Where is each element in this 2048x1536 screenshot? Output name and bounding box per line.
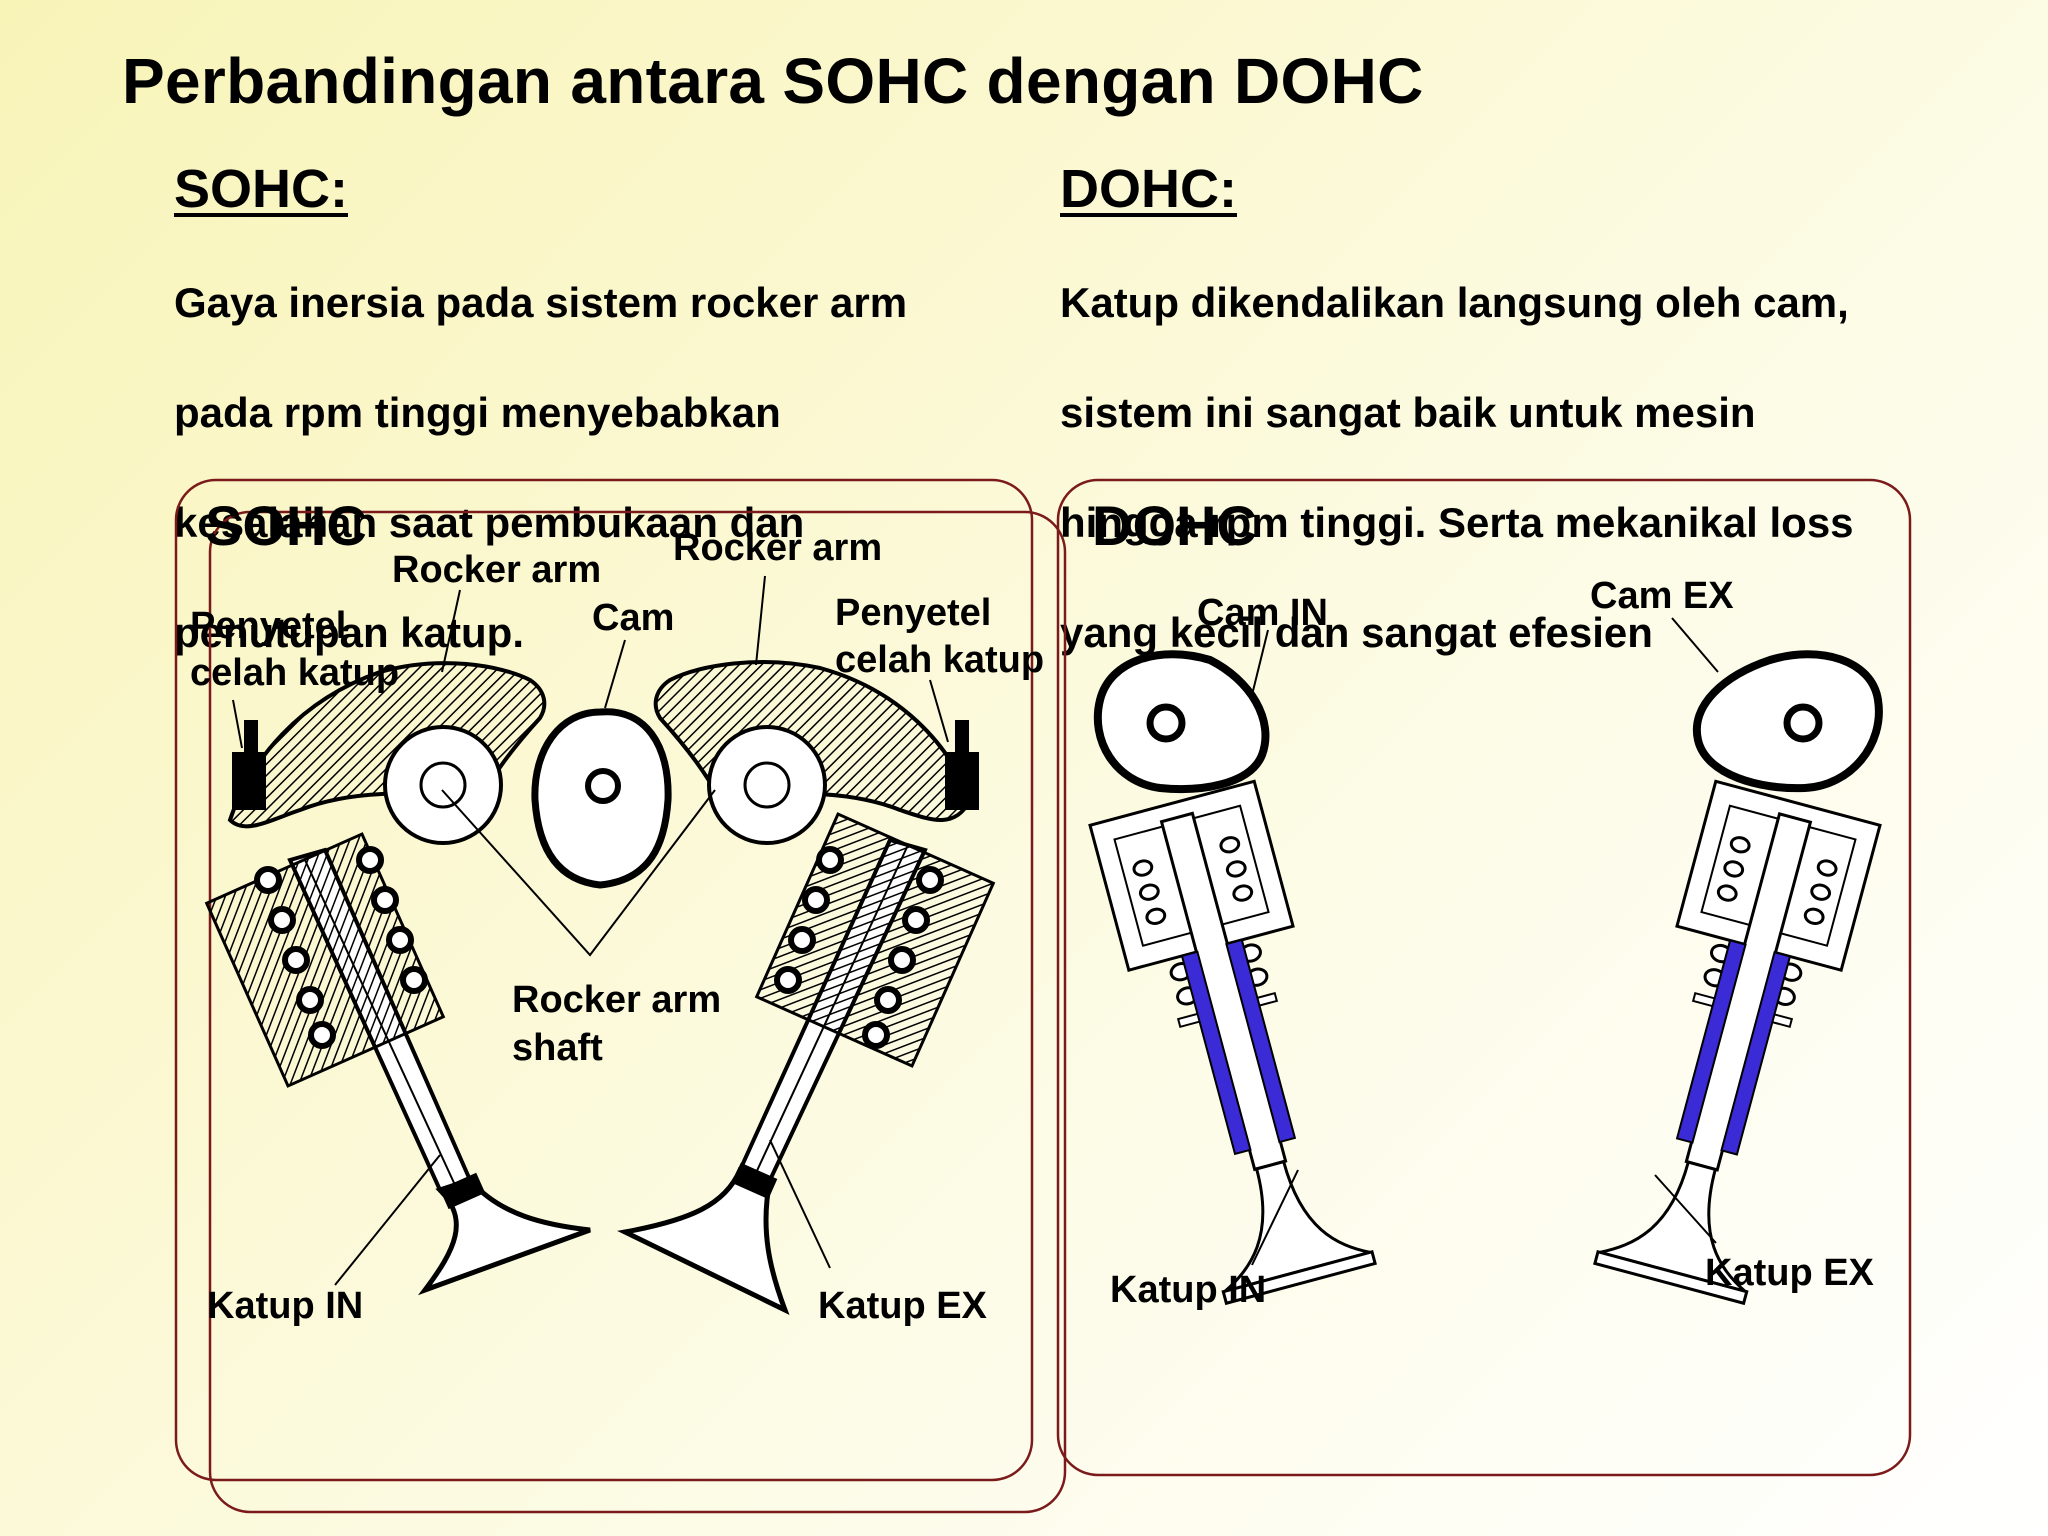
rocker-arm-right	[653, 660, 979, 845]
label-cam-in: Cam IN	[1197, 592, 1328, 634]
label-adjuster-right-2: celah katup	[835, 639, 1044, 681]
sohc-mechanism	[204, 660, 996, 1315]
label-rocker-shaft-2: shaft	[512, 1027, 603, 1069]
cam-in-dohc	[1093, 650, 1270, 794]
rocker-arm-left	[227, 661, 547, 845]
dohc-frame	[1056, 478, 1912, 1477]
sohc-description: Gaya inersia pada sistem rocker arm pada…	[174, 220, 1054, 715]
sohc-line: kesalahan saat pembukaan dan	[174, 499, 805, 546]
dohc-mechanism	[1088, 650, 1883, 1306]
dohc-description: Katup dikendalikan langsung oleh cam, si…	[1060, 220, 2020, 715]
label-adjuster-left-2: celah katup	[190, 652, 399, 694]
dohc-diagram-title: DOHC	[1092, 494, 1257, 557]
dohc-leader-lines	[1251, 617, 1719, 1266]
label-adjuster-left-1: Penyetel	[190, 605, 346, 647]
label-adjuster-right-1: Penyetel	[835, 592, 991, 634]
sohc-line: pada rpm tinggi menyebabkan	[174, 389, 781, 436]
label-rocker-arm-left: Rocker arm	[392, 549, 601, 591]
dohc-heading: DOHC:	[1060, 159, 1237, 219]
label-valve-ex-dohc: Katup EX	[1705, 1252, 1875, 1294]
intake-spring-sohc	[204, 832, 446, 1088]
dohc-line: yang kecil dan sangat efesien	[1060, 609, 1653, 656]
sohc-leader-lines	[232, 575, 949, 1286]
label-valve-ex-sohc: Katup EX	[818, 1285, 988, 1327]
label-cam-ex: Cam EX	[1590, 575, 1734, 617]
sohc-frame	[174, 478, 1067, 1514]
sohc-diagram-title: SOHC	[205, 494, 367, 557]
label-rocker-shaft-1: Rocker arm	[512, 979, 721, 1021]
dohc-line: sistem ini sangat baik untuk mesin	[1060, 389, 1756, 436]
label-rocker-arm-right: Rocker arm	[673, 527, 882, 569]
label-cam: Cam	[592, 597, 674, 639]
dohc-line: hingga rpm tinggi. Serta mekanikal loss	[1060, 499, 1854, 546]
cam-ex-dohc	[1692, 650, 1883, 793]
label-valve-in-dohc: Katup IN	[1110, 1269, 1266, 1311]
exhaust-spring-sohc	[754, 812, 996, 1068]
sohc-line: Gaya inersia pada sistem rocker arm	[174, 279, 908, 326]
label-valve-in-sohc: Katup IN	[207, 1285, 363, 1327]
intake-valve-dohc	[1088, 779, 1377, 1306]
cam-sohc	[531, 708, 672, 889]
slide-title: Perbandingan antara SOHC dengan DOHC	[122, 45, 1424, 117]
exhaust-valve-dohc	[1593, 779, 1882, 1306]
sohc-heading: SOHC:	[174, 159, 348, 219]
dohc-line: Katup dikendalikan langsung oleh cam,	[1060, 279, 1849, 326]
